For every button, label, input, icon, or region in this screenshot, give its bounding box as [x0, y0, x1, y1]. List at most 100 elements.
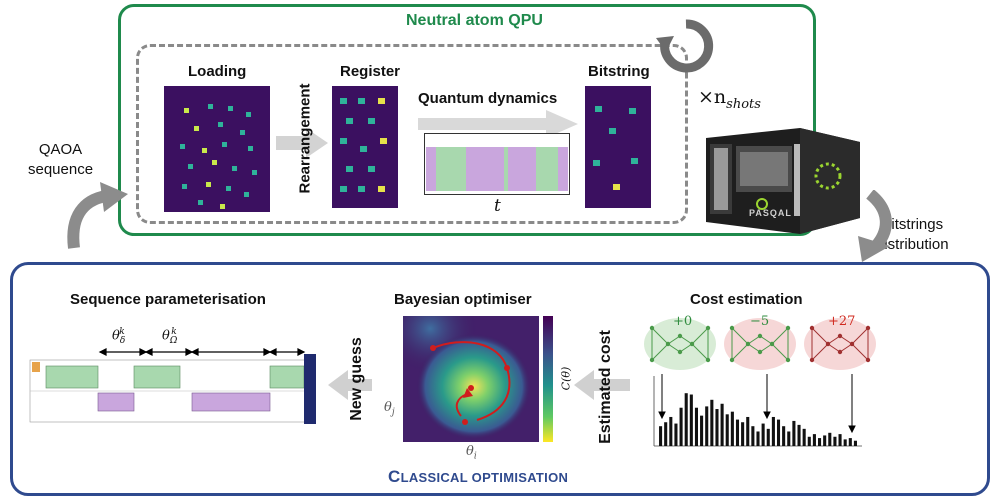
histogram-bar — [669, 416, 673, 446]
bitstring-atom — [593, 160, 600, 166]
graph-node — [757, 349, 763, 355]
atom-dot — [208, 104, 213, 109]
qpu-title: Neutral atom QPU — [406, 12, 543, 29]
graph-node — [757, 333, 763, 339]
histogram-bar — [659, 426, 663, 446]
register-atom — [368, 118, 375, 124]
histogram-bar — [689, 394, 693, 446]
histogram-bar — [776, 419, 781, 446]
graph-node — [865, 357, 871, 363]
atom-dot — [222, 142, 227, 147]
shots-label: ×nshots — [698, 86, 761, 112]
theta-omega-label: θΩk — [162, 327, 178, 346]
histogram-bar — [710, 399, 714, 446]
histogram-bar — [792, 420, 796, 446]
atom-dot — [188, 164, 193, 169]
register-atom — [380, 138, 387, 144]
graph-edge — [691, 343, 709, 361]
histogram-bar — [756, 431, 760, 446]
atom-dot — [218, 122, 223, 127]
bitstring-atom — [629, 108, 636, 114]
graph-edge — [667, 343, 681, 353]
graph-edge — [771, 343, 789, 361]
histogram-bar — [782, 426, 786, 446]
graph-node — [849, 341, 855, 347]
theta-delta-label: θδk — [112, 327, 126, 346]
histogram-bar — [751, 426, 755, 446]
cost-graphs — [644, 318, 876, 370]
repeat-icon — [656, 19, 714, 73]
graph-node — [785, 357, 791, 363]
graph-edge — [691, 327, 709, 345]
cost-axis-label: C(θ) — [559, 366, 573, 391]
loading-image — [164, 86, 270, 212]
atom-dot — [232, 166, 237, 171]
histogram-bar — [705, 406, 709, 446]
atom-dot — [246, 112, 251, 117]
histogram-bar — [766, 428, 770, 446]
graph-background — [804, 318, 876, 370]
bitstrings-loop-arrow — [858, 190, 892, 262]
atom-dot — [182, 184, 187, 189]
graph-edge — [747, 335, 761, 345]
new-guess-label: New guess — [348, 337, 365, 421]
histogram-bar — [823, 435, 827, 446]
histogram-bar — [720, 403, 724, 446]
graph-edge — [811, 327, 829, 345]
register-atom — [340, 138, 347, 144]
graph-node — [809, 357, 815, 363]
histogram-bar — [771, 416, 775, 446]
register-atom — [346, 166, 353, 172]
graph-node — [705, 325, 711, 331]
bitstring-atom — [595, 106, 602, 112]
graph-node — [705, 357, 711, 363]
loading-label: Loading — [188, 63, 247, 80]
histogram-bar — [741, 422, 745, 446]
atom-dot — [180, 144, 185, 149]
register-atom — [340, 186, 347, 192]
shot-loop-box — [136, 44, 688, 224]
atom-dot — [206, 182, 211, 187]
register-atom — [358, 98, 365, 104]
graph-edge — [651, 343, 669, 361]
rearrange-arrow — [276, 128, 328, 158]
graph-node — [677, 349, 683, 355]
classical-box — [10, 262, 990, 496]
qaoa-loop-arrow — [67, 182, 128, 249]
graph-edge — [851, 327, 869, 345]
graph-background — [724, 318, 796, 370]
pasqal-device-image — [706, 128, 860, 234]
graph-node — [825, 341, 831, 347]
graph-edge — [679, 343, 693, 353]
graph-edge — [651, 327, 669, 345]
bitstring-atom — [609, 128, 616, 134]
graph-node — [677, 333, 683, 339]
histogram-bar — [730, 411, 734, 446]
graph-edge — [839, 343, 853, 353]
histogram-bar — [797, 424, 801, 446]
graph-edge — [667, 335, 681, 345]
device-brand: PASQAL — [749, 208, 792, 218]
graph-node — [649, 357, 655, 363]
atom-dot — [226, 186, 231, 191]
atom-dot — [252, 170, 257, 175]
atom-dot — [202, 148, 207, 153]
histogram-bar — [684, 393, 688, 446]
bitstring-image — [585, 86, 651, 208]
graph-node — [785, 325, 791, 331]
graph-node — [809, 325, 815, 331]
dynamics-arrow — [418, 110, 578, 138]
graph-edge — [771, 327, 789, 345]
histogram-bar — [679, 407, 683, 446]
bayesian-heatmap — [403, 316, 539, 442]
estimated-cost-label: Estimated cost — [597, 330, 614, 444]
graph-node — [837, 349, 843, 355]
theta-i-label: θi — [466, 444, 477, 462]
graph-node — [865, 325, 871, 331]
atom-dot — [248, 146, 253, 151]
classical-title: CLASSICAL OPTIMISATION — [388, 467, 569, 486]
cost-estimation-label: Cost estimation — [690, 291, 803, 308]
graph-node — [649, 325, 655, 331]
graph-edge — [827, 343, 841, 353]
